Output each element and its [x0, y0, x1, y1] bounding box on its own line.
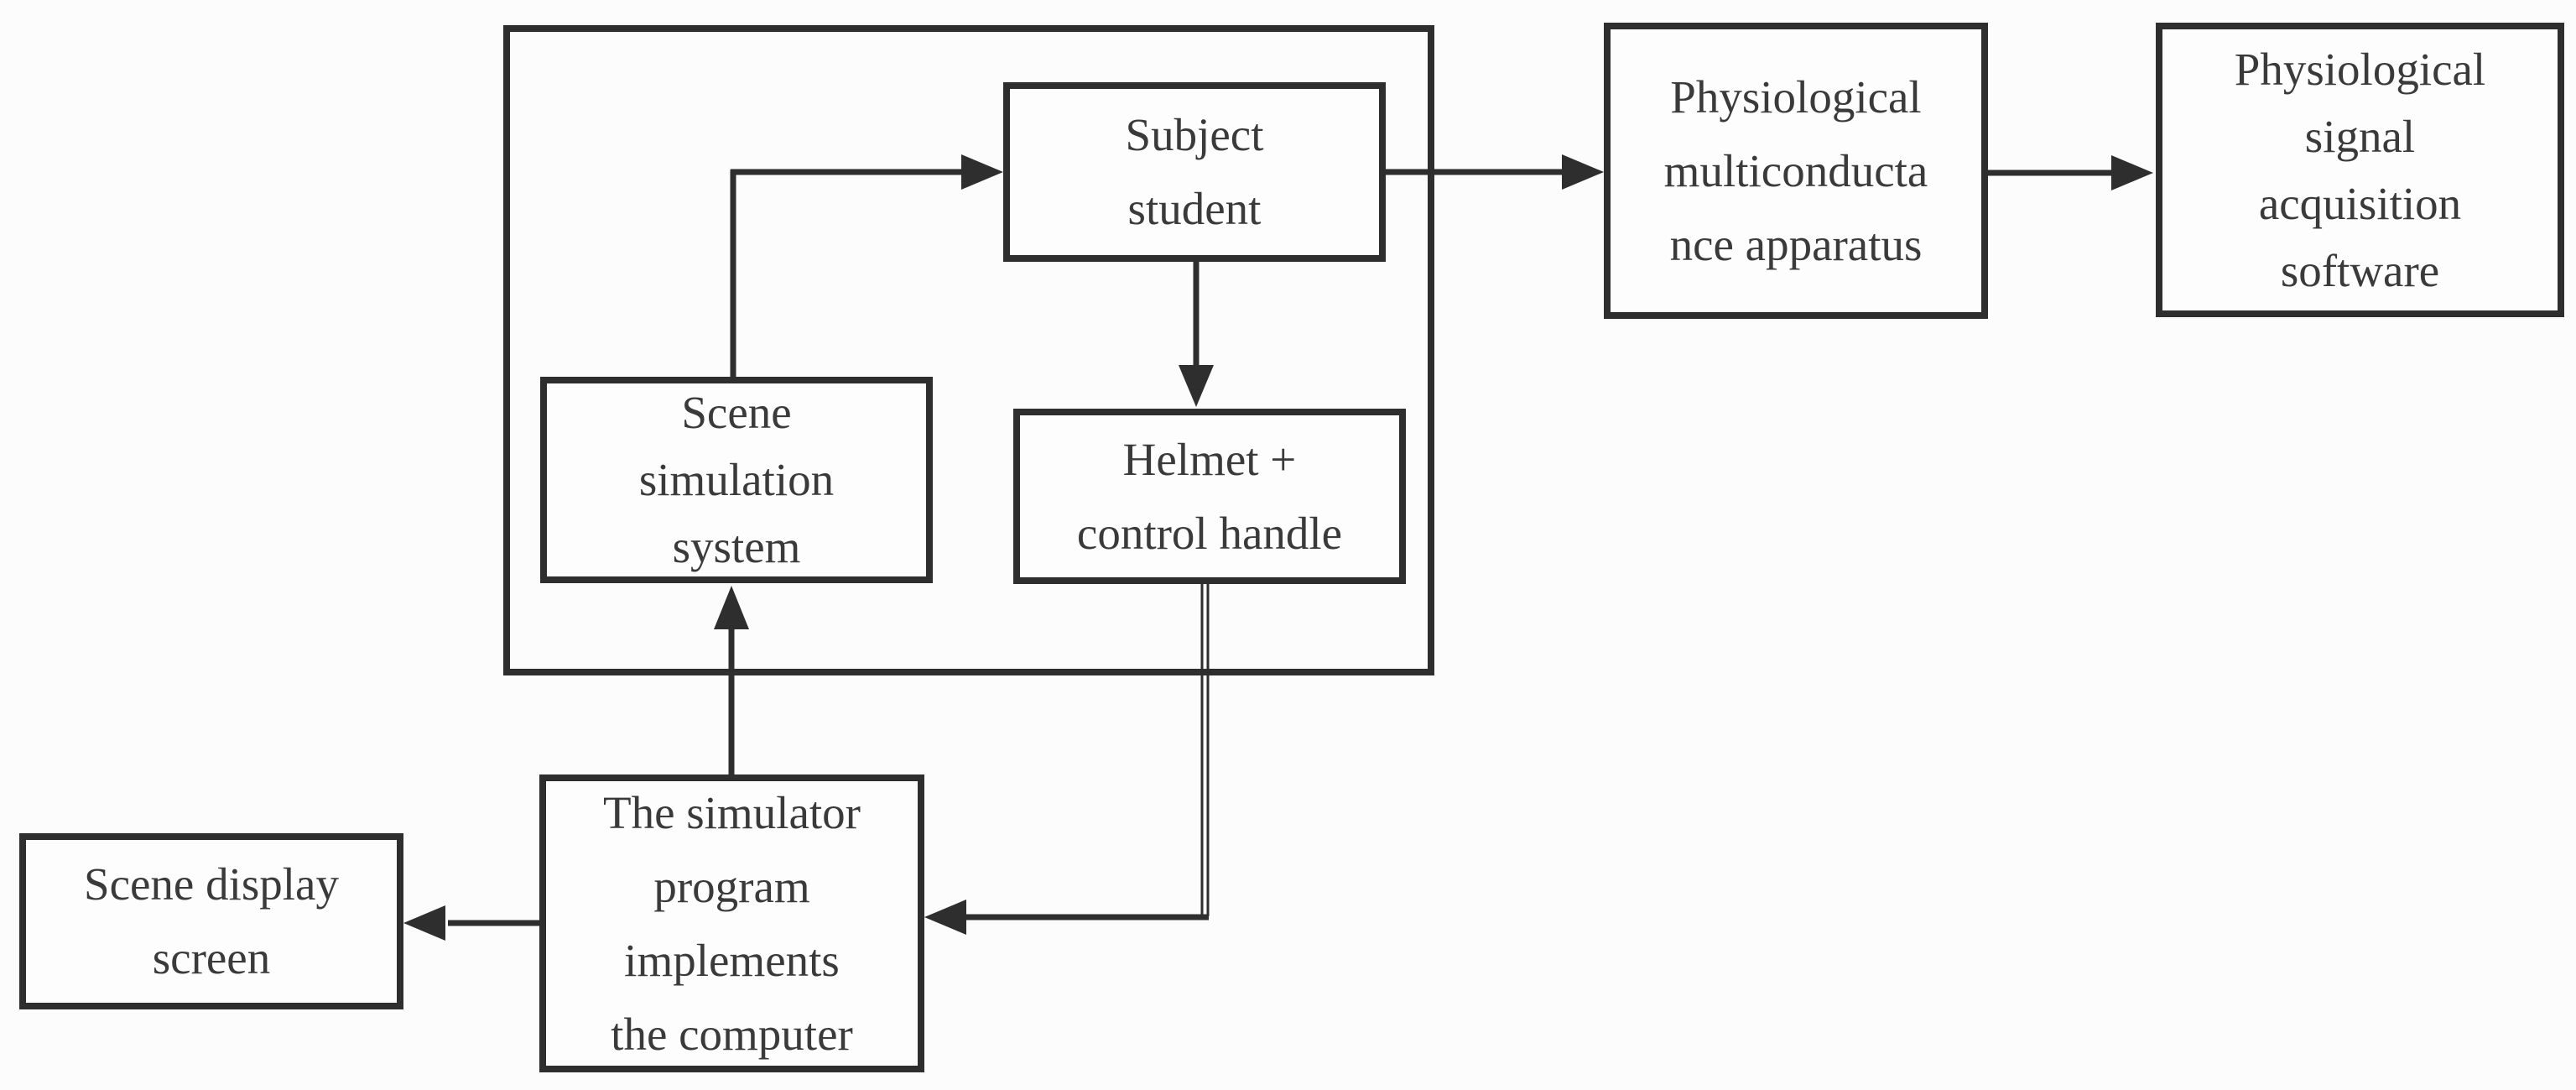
node-label-line: simulation: [638, 454, 835, 505]
node-label-line: Helmet +: [1122, 433, 1297, 485]
arrowhead-into-scenesim: [714, 586, 749, 629]
node-label-line: The simulator: [602, 786, 861, 838]
node-label-line: Subject: [1125, 109, 1264, 160]
node-label-line: acquisition: [2258, 177, 2462, 229]
arrowhead-into-simulator: [924, 900, 966, 935]
node-label-line: Scene display: [84, 858, 339, 910]
node-label-line: Physiological: [1670, 70, 1922, 123]
arrowhead-into-subject: [961, 154, 1003, 190]
node-physiological-signal-acquisition-software: Physiological signal acquisition softwar…: [2156, 23, 2564, 317]
node-label-line: multiconducta: [1663, 144, 1928, 196]
arrowhead-into-physiosignal: [2111, 155, 2153, 190]
node-scene-simulation-system: Scene simulation system: [540, 377, 933, 583]
node-label-line: signal: [2304, 110, 2416, 162]
node-label-line: nce apparatus: [1669, 218, 1923, 270]
node-label-line: system: [672, 521, 801, 572]
arrowhead-into-physiomulti: [1562, 154, 1604, 190]
node-subject-student: Subject student: [1003, 82, 1386, 262]
node-physiological-multiconductance-apparatus: Physiological multiconducta nce apparatu…: [1604, 23, 1988, 319]
arrowhead-into-helmet: [1179, 365, 1214, 407]
node-label-line: student: [1127, 183, 1262, 234]
node-helmet-control-handle: Helmet + control handle: [1013, 409, 1406, 584]
node-scene-display-screen: Scene display screen: [19, 833, 403, 1009]
arrowhead-into-display: [403, 905, 445, 941]
node-label-line: Physiological: [2234, 43, 2486, 95]
node-label-line: the computer: [611, 1008, 853, 1060]
node-label-line: control handle: [1076, 507, 1343, 559]
node-label-line: Scene: [681, 387, 792, 438]
node-label-line: screen: [152, 932, 271, 983]
system-boundary-box: [503, 25, 1434, 675]
node-simulator-program-computer: The simulator program implements the com…: [539, 774, 924, 1072]
node-label-line: program: [653, 860, 810, 912]
node-label-line: implements: [624, 934, 840, 986]
node-label-line: software: [2280, 244, 2440, 296]
